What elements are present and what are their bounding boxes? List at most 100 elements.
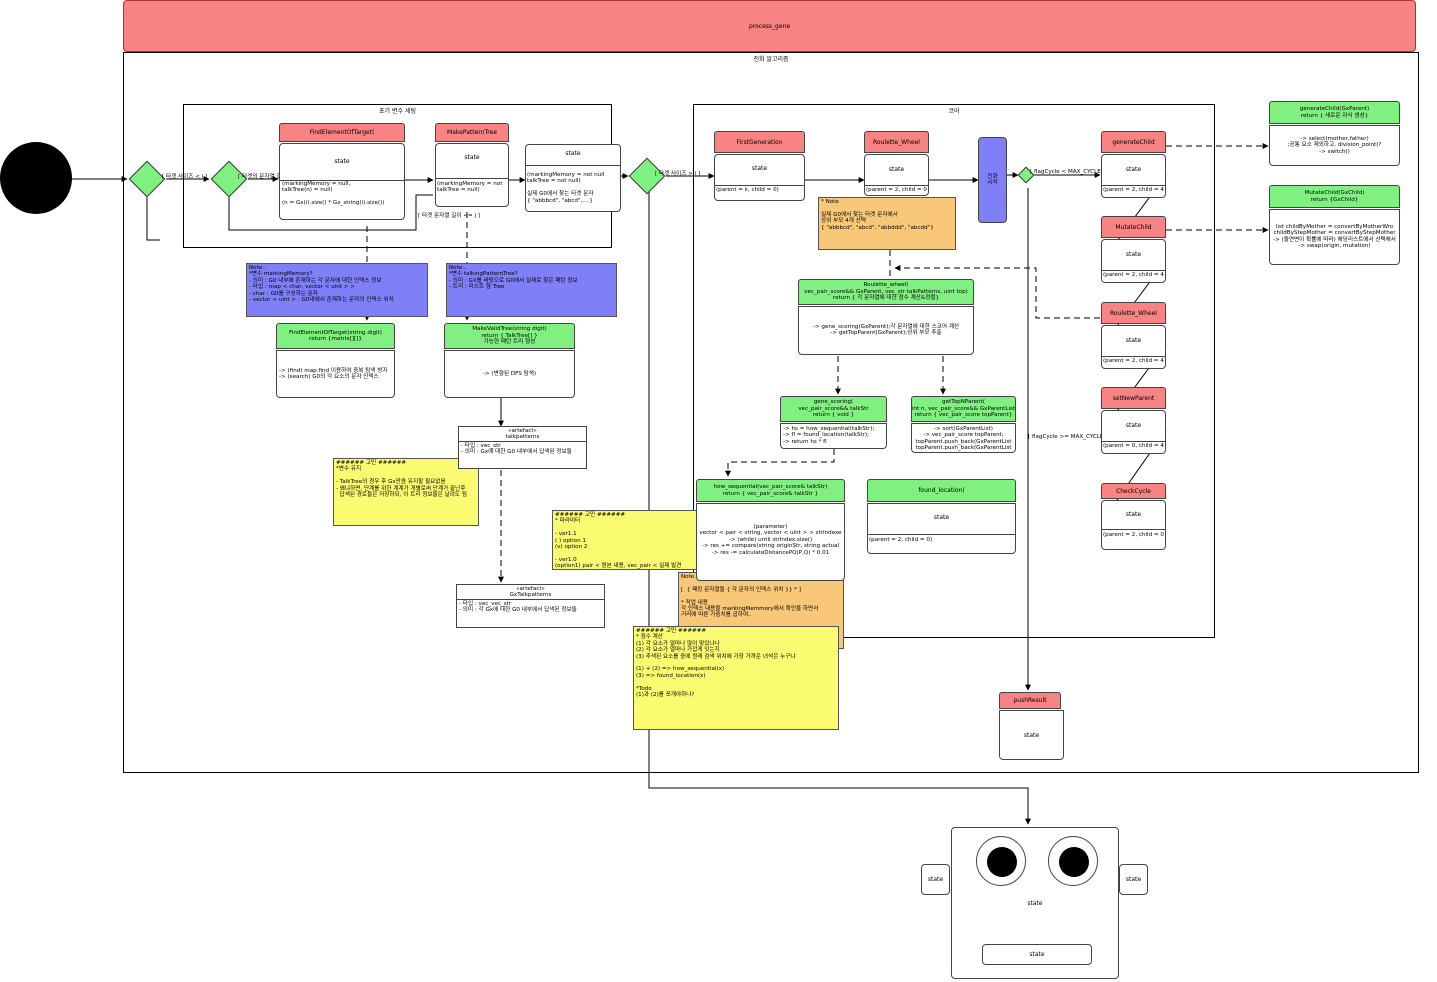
gene-scoring-title[interactable]: gene_scoring( vec_pair_score&& talkStr r… [780, 396, 887, 422]
generate-child-title[interactable]: generateChild [1101, 131, 1166, 153]
mutate-child-state[interactable]: state (parent = 2, child = 4 [1101, 239, 1166, 283]
evolution-algorithm-frame: 진화 알고리즘 [123, 52, 1419, 773]
find-element-title[interactable]: FindElementOfTarget( [279, 123, 405, 142]
found-location-state[interactable]: state (parent = 2, child = 0) [867, 503, 1016, 554]
how-sequential-body: (parameter) vector < pair < string, vect… [696, 503, 845, 581]
artifact-gx-talkpatterns[interactable]: «artefact» GxTalkpatterns - 타입 : vec_vec… [456, 584, 605, 628]
note-parameter: ###### 고민 ###### * 파라미터 - ver1.1 ( ) opt… [552, 510, 698, 570]
set-new-parent-state[interactable]: state (parent = 0, child = 4 [1101, 410, 1166, 454]
push-result-state[interactable]: state [999, 710, 1064, 760]
get-top-parent-body: -> sort(GxParentList) -> vec_pair_score … [911, 423, 1016, 453]
found-location-title[interactable]: found_location( [867, 479, 1016, 502]
core-frame: 코어 [693, 104, 1215, 638]
first-generation-state[interactable]: state (parent = k, child = 0) [714, 154, 805, 201]
note-talking-pattern-tree: Note.. *변수 talkingPatternTree? - 의미 : GX… [446, 263, 617, 317]
note-marking-memory: Note.. *변수 markingMemory? - 의미 : G0 내부에 … [246, 263, 428, 317]
note-variable-keep: ###### 고민 ###### *변수 유지 - TalkTree의 경우 후… [333, 458, 479, 526]
guard-label: [ 타겟 사이즈 > i ] [655, 171, 701, 177]
artifact-body: - 타입 : vec_str - 의미 : Gx에 대한 G0 내부에서 답색된… [459, 440, 586, 457]
find-element-state[interactable]: state (markingMemory = null, talkTree(n)… [279, 143, 405, 220]
roulette-wheel-2-state[interactable]: state (parent = 2, child = 4 [1101, 325, 1166, 369]
state-body: (parent = k, child = 0) [716, 187, 779, 193]
evolution-start-label: 진화 시작 [987, 173, 998, 186]
robot-head-state[interactable]: state state [951, 827, 1119, 979]
generate-child-fn-title[interactable]: generateChild(GxParent) return { 새로운 자식 … [1269, 101, 1400, 124]
generate-child-fn-body: -> select(mother,father) ;공통 요소 제외하고, di… [1269, 125, 1400, 166]
state-label: state [1125, 422, 1142, 429]
frame-title-init: 초기 변수 세팅 [379, 108, 416, 115]
roulette-wheel-title[interactable]: Roulette_Wheel [864, 131, 929, 153]
guard-label: [ flagCycle < MAX_CYCLE ] [1030, 169, 1105, 175]
make-pattern-title[interactable]: MakePatternTree [435, 123, 509, 142]
guard-label: [ flagCycle >= MAX_CYCLE ] [1028, 434, 1108, 440]
state-label: state [751, 165, 768, 172]
guard-label: [ 타겟의 문자열 길이 < j ] [238, 174, 301, 180]
state-body: (markingMemory = not null talkTree = not… [527, 172, 605, 204]
state-body: (parent = 2, child = 4 [1103, 358, 1164, 364]
state-label: state [334, 158, 350, 165]
generate-child-state[interactable]: state (parent = 2, child = 4 [1101, 154, 1166, 198]
process-gene-banner: process_gene [123, 0, 1416, 52]
find-digit-title[interactable]: FindElementOfTarget(string digit) return… [276, 323, 395, 349]
state-label: state [1023, 731, 1040, 739]
state-label: state [1125, 251, 1142, 258]
state-label: state [1125, 337, 1142, 344]
push-result-title[interactable]: pushResult [999, 692, 1061, 709]
find-digit-body: -> (find) map.find 이용하여 중복 탐색 방지 -> (sea… [276, 350, 395, 398]
evolution-start-block[interactable]: 진화 시작 [978, 137, 1007, 223]
artifact-body: - 타입 : vec_vec_str - 의미 : 각 Gx에 대한 G0 내부… [457, 598, 604, 615]
state-label: state [1125, 166, 1142, 173]
set-new-parent-title[interactable]: setNewParent [1101, 387, 1166, 409]
robot-mouth-state[interactable]: state [982, 944, 1092, 965]
start-node[interactable] [0, 142, 72, 214]
roulette-wheel-fn-title[interactable]: Roulette_wheel( vec_pair_score&& GxParen… [798, 279, 974, 305]
mutate-child-fn-body: list childByMother = convertByMotherWro … [1269, 209, 1400, 265]
check-cycle-title[interactable]: CheckCycle [1101, 483, 1166, 499]
state-label: state [1125, 511, 1142, 518]
state-label: state [1029, 951, 1045, 958]
frame-title-core: 코어 [948, 108, 960, 115]
gene-scoring-body: -> hs = how_sequential(talkStr); -> fl =… [780, 423, 887, 449]
make-valid-tree-body: -> (변형된 DFS 탐색) [444, 350, 575, 398]
how-sequential-title[interactable]: how_sequential(vec_pair_score& talkStr) … [696, 479, 845, 502]
get-top-parent-title[interactable]: getTopNParent( int n, vec_pair_score&& G… [911, 396, 1016, 422]
first-generation-title[interactable]: FirstGeneration [714, 131, 805, 153]
roulette-wheel-fn-body: -> gene_scoring(GxParent);각 문자열에 대한 스코어 … [798, 306, 974, 355]
eye-right-icon [1048, 836, 1098, 886]
state-body: (parent = 0, child = 4 [1103, 443, 1164, 449]
state-label: state [565, 150, 581, 157]
roulette-wheel-state[interactable]: state (parent = 2, child = 0 [864, 154, 929, 196]
guard-label: [ 타겟 사이즈 < i ] [162, 174, 208, 180]
artifact-head: «artefact» GxTalkpatterns [509, 586, 552, 599]
state-body: (parent = 2, child = 0 [866, 187, 927, 193]
artifact-talkpatterns[interactable]: «artefact» talkpatterns - 타입 : vec_str -… [458, 426, 587, 469]
robot-right-ear-state[interactable]: state [1119, 864, 1148, 895]
state-body: (parent = 2, child = 0) [869, 537, 933, 543]
state-label: state [927, 876, 944, 883]
make-pattern-state[interactable]: state (markingMemory = not talkTree = nu… [435, 143, 509, 207]
state-body: (parent = 2, child = 4 [1103, 272, 1164, 278]
state-label: state [888, 166, 905, 173]
mutate-child-title[interactable]: MutateChild [1101, 216, 1166, 238]
state-label: state [464, 154, 480, 161]
state-label: state [1125, 876, 1142, 883]
mutate-child-fn-title[interactable]: MutateChild(GxChild) return {GxChild} [1269, 185, 1400, 208]
guard-label: [ 타겟 문자열 길이 <= j ] [418, 213, 480, 219]
state-body: (markingMemory = not talkTree = null) [437, 181, 503, 194]
roulette-wheel-2-title[interactable]: Roulette_Wheel [1101, 302, 1166, 324]
state-body: (parent = 2, child = 4 [1103, 187, 1164, 193]
note-score-calc: ###### 고민 ###### * 점수 계산 (1) 각 요소가 얼마나 많… [633, 626, 839, 730]
state-label: state [933, 514, 950, 521]
state-body: (markingMemory = null, talkTree(n) = nul… [282, 181, 385, 207]
banner-title: process_gene [748, 22, 791, 30]
artifact-head: «artefact» talkpatterns [505, 428, 540, 441]
eye-left-icon [976, 836, 1026, 886]
make-valid-tree-title[interactable]: MakeValidTree(string digit) return { Tal… [444, 323, 575, 349]
state-label: state [1027, 900, 1043, 907]
robot-left-ear-state[interactable]: state [921, 864, 950, 895]
frame-title-main: 진화 알고리즘 [753, 56, 789, 63]
init-result-state[interactable]: state (markingMemory = not null talkTree… [525, 144, 621, 212]
check-cycle-state[interactable]: state (parent = 2, child = 0 [1101, 500, 1166, 550]
note-parent-select: * Note 실제 G0에서 찾는 타겟 문자에서 상위 부모 4개 선택 { … [818, 197, 956, 250]
state-body: (parent = 2, child = 0 [1103, 532, 1164, 538]
